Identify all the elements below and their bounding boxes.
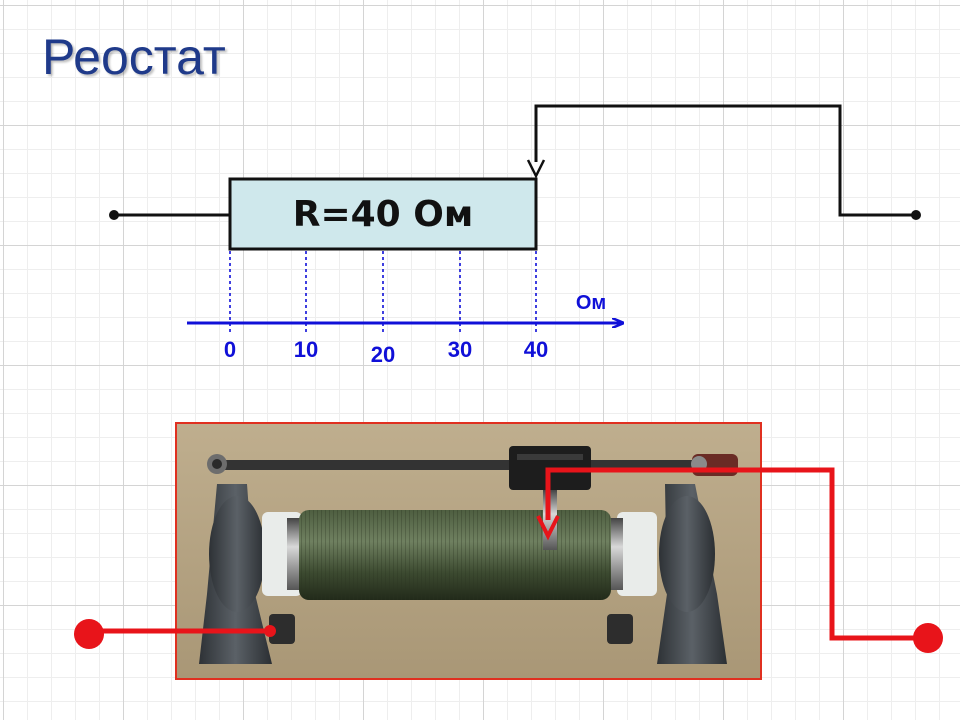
photo-right-terminal — [913, 623, 943, 653]
slider-wire — [534, 104, 916, 217]
tick-label-0: 0 — [224, 337, 236, 362]
resistor-label: R=40 Ом — [293, 194, 474, 235]
rheostat-photo — [175, 422, 762, 680]
resistor-body — [228, 177, 538, 251]
tick-label-10: 10 — [294, 337, 318, 362]
slider-contact-arrow — [526, 159, 546, 179]
tick-label-30: 30 — [448, 337, 472, 362]
rheostat-drawing — [199, 446, 738, 664]
axis-unit-label: Ом — [576, 292, 606, 314]
right-terminal — [911, 210, 921, 220]
photo-slider-wire — [545, 467, 928, 641]
rheostat-schematic: R=40 Ом Ом 0 10 20 30 40 — [109, 104, 921, 367]
photo-slider-arrow — [536, 515, 560, 541]
tick-label-40: 40 — [524, 337, 548, 362]
photo-left-terminal — [74, 619, 104, 649]
tick-label-20: 20 — [371, 342, 395, 367]
page-title: Реостат — [42, 29, 226, 85]
